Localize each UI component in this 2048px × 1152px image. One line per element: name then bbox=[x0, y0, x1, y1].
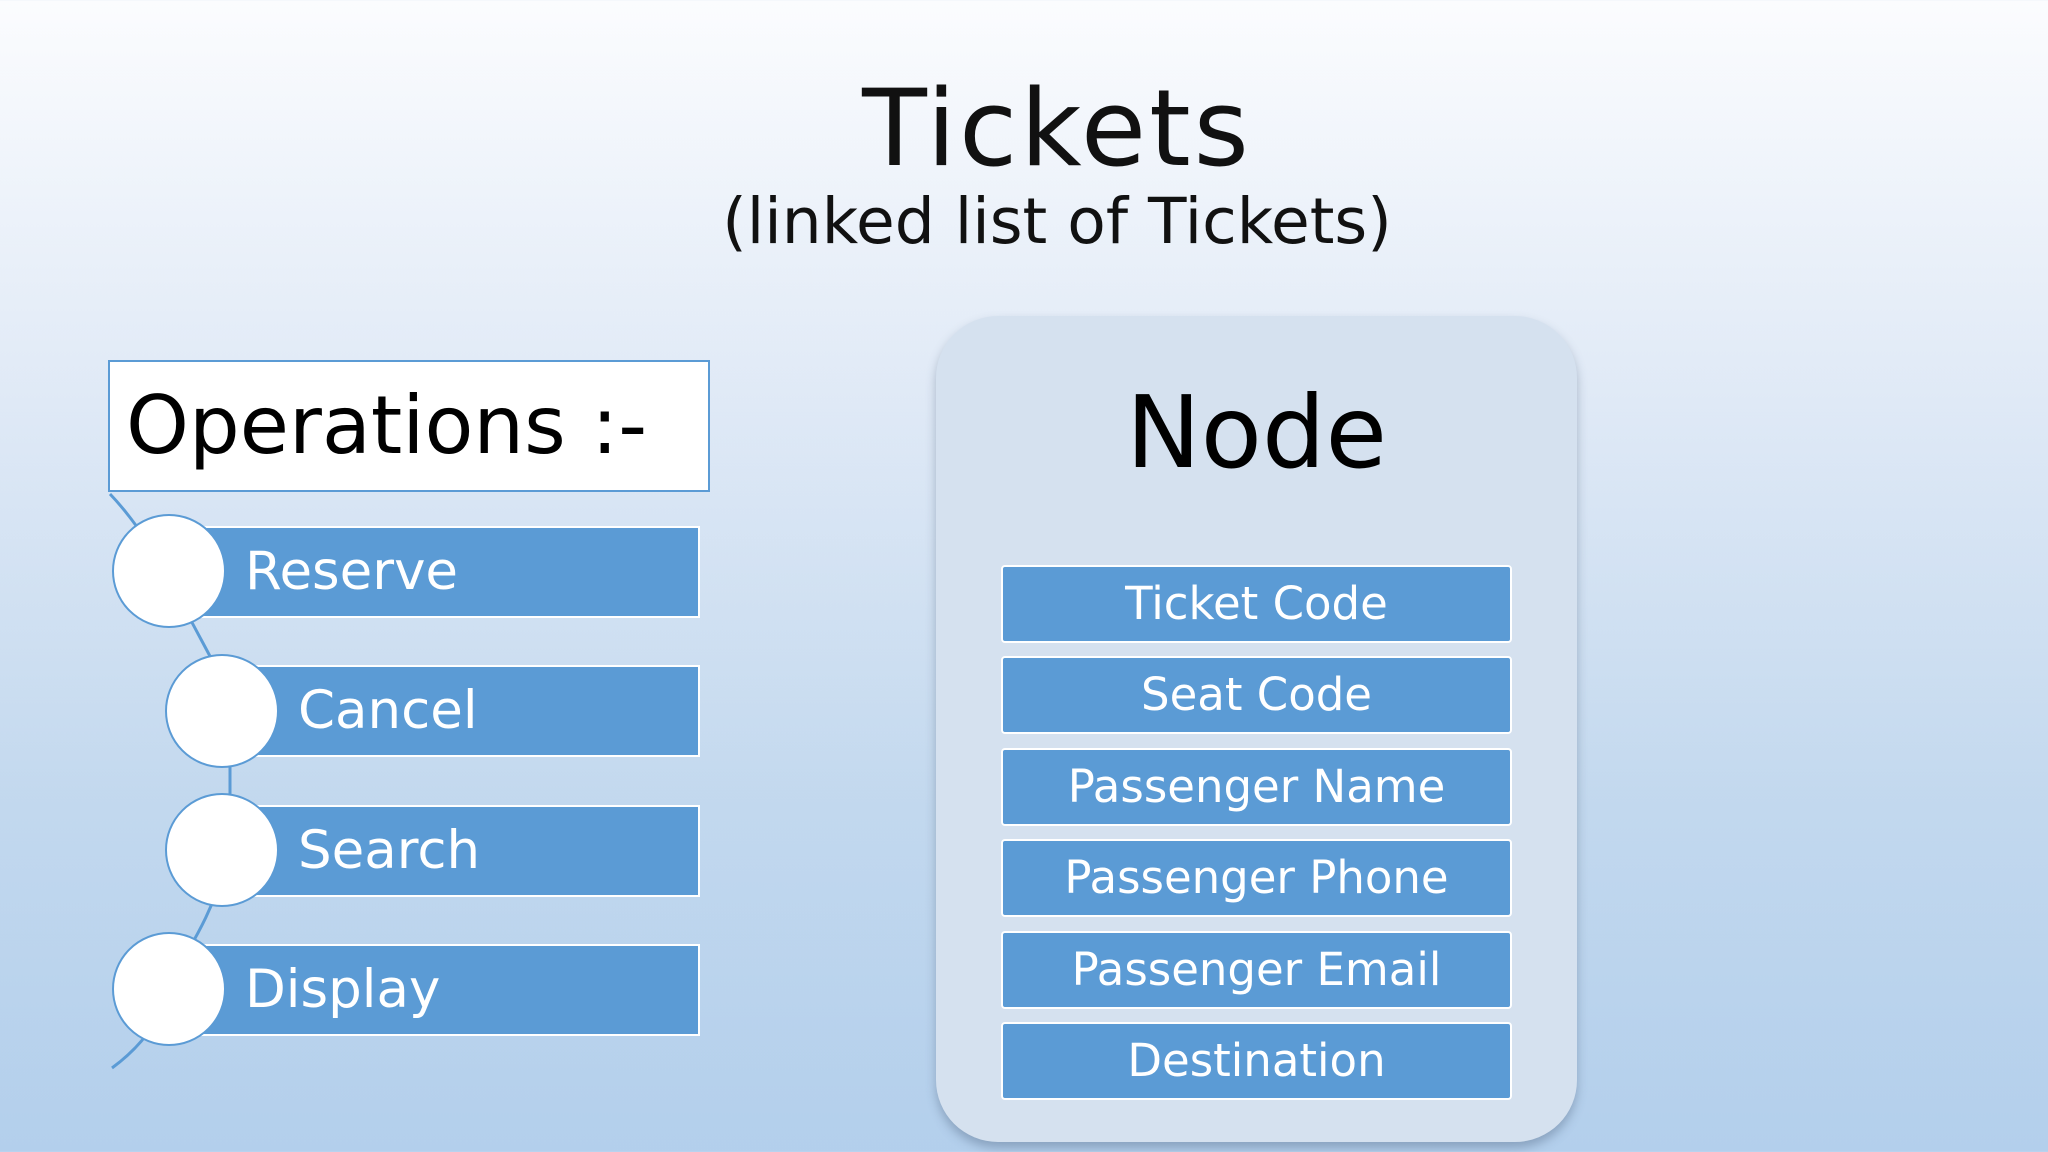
node-field-passenger-email: Passenger Email bbox=[1001, 931, 1512, 1009]
node-field-seat-code: Seat Code bbox=[1001, 656, 1512, 734]
operation-item-label: Reserve bbox=[245, 541, 459, 602]
operation-bullet-circle bbox=[112, 514, 226, 628]
operations-header-box: Operations :- bbox=[108, 360, 710, 492]
operation-item-label: Search bbox=[298, 820, 481, 881]
operation-item-label: Cancel bbox=[298, 680, 478, 741]
node-title: Node bbox=[1126, 374, 1387, 491]
node-field-passenger-name: Passenger Name bbox=[1001, 748, 1512, 826]
node-field-passenger-phone: Passenger Phone bbox=[1001, 839, 1512, 917]
node-field-destination: Destination bbox=[1001, 1022, 1512, 1100]
operation-bullet-circle bbox=[165, 654, 279, 768]
operation-item-cancel[interactable]: Cancel bbox=[225, 665, 700, 757]
operation-item-label: Display bbox=[245, 959, 441, 1020]
operation-item-display[interactable]: Display bbox=[172, 944, 700, 1036]
operations-header-label: Operations :- bbox=[126, 379, 648, 472]
page-subtitle: (linked list of Tickets) bbox=[722, 185, 1392, 258]
operation-bullet-circle bbox=[165, 793, 279, 907]
operation-item-reserve[interactable]: Reserve bbox=[172, 526, 700, 618]
operation-item-search[interactable]: Search bbox=[225, 805, 700, 897]
node-field-ticket-code: Ticket Code bbox=[1001, 565, 1512, 643]
page-title: Tickets bbox=[862, 67, 1252, 190]
operation-bullet-circle bbox=[112, 932, 226, 1046]
